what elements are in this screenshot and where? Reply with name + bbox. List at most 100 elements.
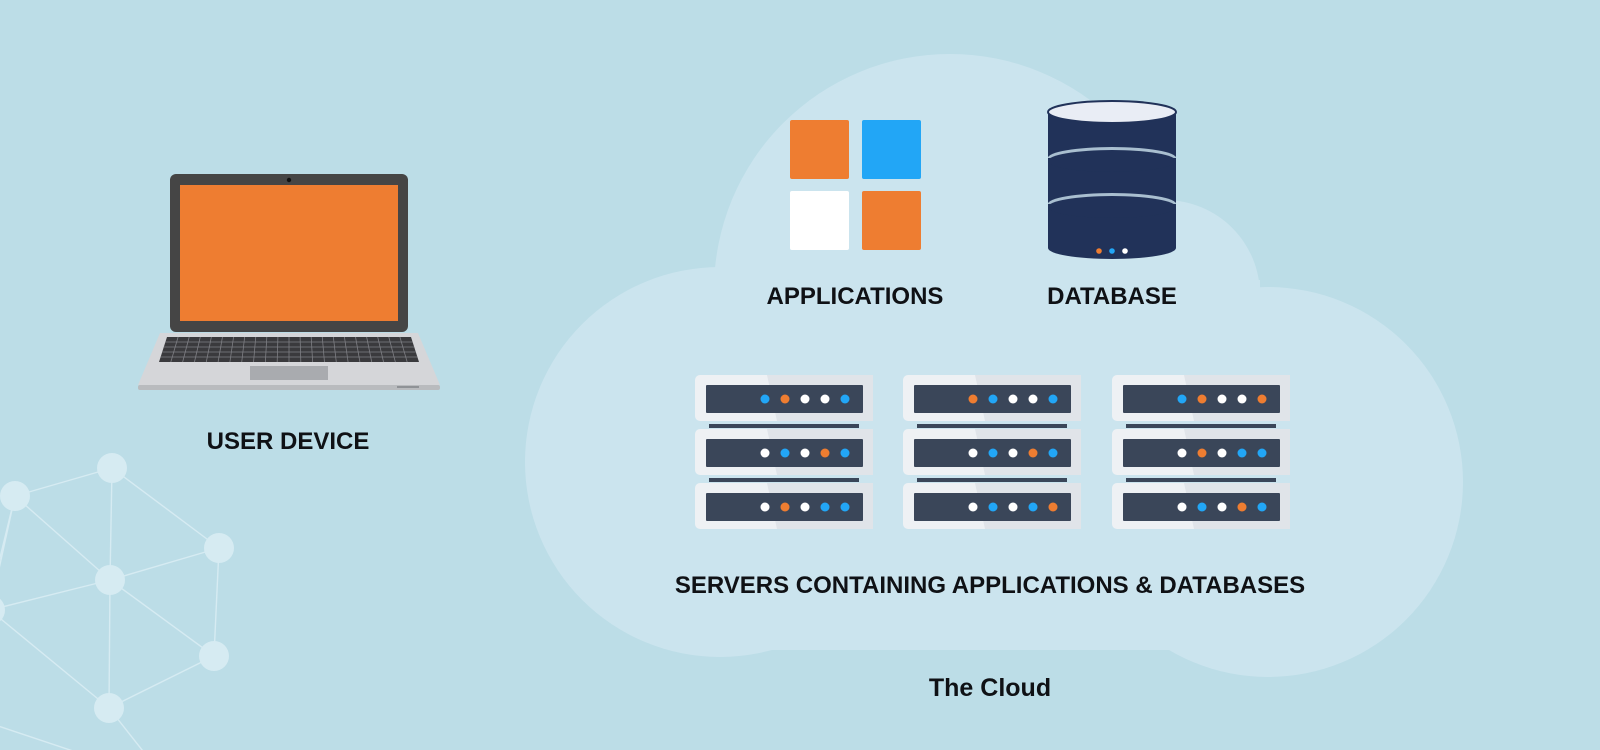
network-graph-decoration: [0, 453, 234, 750]
laptop-icon: [138, 174, 440, 390]
key-col-line: [332, 336, 337, 363]
server-rail: [917, 478, 1067, 482]
server-led: [800, 394, 810, 404]
applications-icon: [790, 120, 921, 250]
server-led: [968, 448, 978, 458]
server-led: [1197, 448, 1207, 458]
laptop-base-edge: [138, 385, 440, 390]
network-edge: [14, 467, 113, 497]
network-edge: [109, 547, 220, 581]
server-rail: [709, 424, 859, 428]
server-led: [760, 502, 770, 512]
key-col-line: [241, 336, 246, 363]
server-led: [1217, 394, 1227, 404]
server-led: [1048, 394, 1058, 404]
server-led: [988, 448, 998, 458]
network-edge: [108, 579, 111, 709]
app-tile: [862, 120, 921, 179]
key-col-line: [264, 336, 268, 363]
server-led: [1197, 394, 1207, 404]
server-led: [800, 502, 810, 512]
database-label: DATABASE: [1047, 283, 1177, 310]
server-led: [780, 394, 790, 404]
network-node: [94, 693, 124, 723]
server-led: [1048, 448, 1058, 458]
server-led: [1048, 502, 1058, 512]
key-col-line: [388, 336, 396, 363]
server-led: [760, 448, 770, 458]
network-edge: [0, 617, 110, 709]
server-led: [1008, 502, 1018, 512]
network-node: [97, 453, 127, 483]
database-icon: [1047, 100, 1177, 259]
server-led: [1028, 502, 1038, 512]
key-col-line: [299, 336, 302, 363]
database-disc-top: [1048, 150, 1176, 172]
keyboard-keys: [160, 336, 418, 363]
touchpad: [250, 366, 328, 380]
database-disc-top: [1048, 196, 1176, 218]
server-led: [1237, 394, 1247, 404]
server-led: [840, 502, 850, 512]
server-led: [1257, 394, 1267, 404]
key-col-line: [170, 336, 179, 363]
key-col-line: [194, 336, 201, 363]
network-node: [204, 533, 234, 563]
key-col-line: [355, 336, 361, 363]
server-led: [1217, 448, 1227, 458]
servers-label: SERVERS CONTAINING APPLICATIONS & DATABA…: [674, 572, 1306, 599]
key-col-line: [229, 336, 234, 363]
database-led: [1096, 248, 1102, 254]
network-edge: [109, 467, 113, 581]
network-edge: [0, 495, 16, 561]
server-led: [988, 394, 998, 404]
key-col-line: [344, 336, 349, 363]
applications-label: APPLICATIONS: [766, 283, 944, 310]
database-led: [1122, 248, 1128, 254]
server-led: [840, 394, 850, 404]
app-tile: [790, 191, 849, 250]
server-led: [968, 394, 978, 404]
network-edge: [0, 495, 16, 568]
network-node: [0, 481, 30, 511]
user-device-label: USER DEVICE: [206, 428, 370, 455]
network-edge: [0, 579, 111, 609]
server-led: [1197, 502, 1207, 512]
server-rail: [1126, 478, 1276, 482]
key-col-line: [205, 336, 212, 363]
server-led: [988, 502, 998, 512]
server-led: [1008, 394, 1018, 404]
app-tile: [790, 120, 849, 179]
server-led: [1177, 448, 1187, 458]
server-led: [800, 448, 810, 458]
server-led: [780, 502, 790, 512]
app-tile: [862, 191, 921, 250]
server-led: [968, 502, 978, 512]
server-led: [1177, 394, 1187, 404]
server-rail: [917, 424, 1067, 428]
key-col-line: [182, 336, 190, 363]
server-led: [820, 394, 830, 404]
laptop-port: [397, 386, 419, 388]
server-led: [820, 448, 830, 458]
server-led: [1257, 502, 1267, 512]
server-led: [1177, 502, 1187, 512]
database-disc: [1048, 204, 1176, 259]
network-edge: [111, 467, 220, 549]
cloud-label: The Cloud: [928, 674, 1052, 702]
network-edge: [14, 495, 111, 581]
server-led: [840, 448, 850, 458]
server-led: [1028, 394, 1038, 404]
server-led: [760, 394, 770, 404]
key-col-line: [253, 336, 257, 363]
key-col-line: [321, 336, 325, 363]
network-edge: [109, 579, 215, 657]
server-led: [1028, 448, 1038, 458]
network-edge: [108, 655, 215, 709]
key-col-line: [399, 336, 408, 363]
server-led: [780, 448, 790, 458]
server-rail: [1126, 424, 1276, 428]
server-led: [1237, 448, 1247, 458]
laptop-screen: [180, 185, 398, 321]
